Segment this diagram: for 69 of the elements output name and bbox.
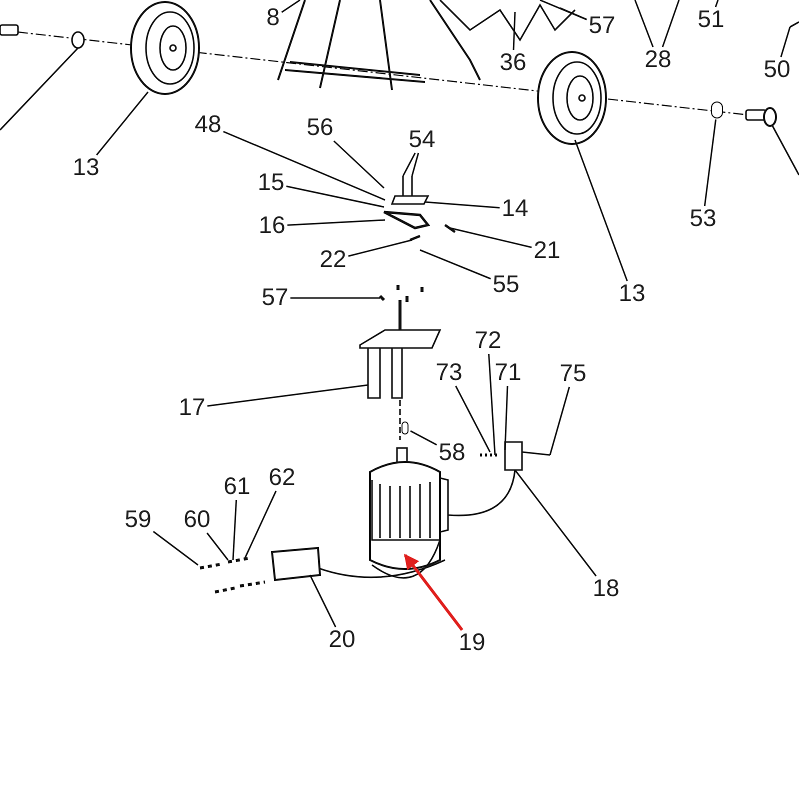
leader-line	[290, 297, 380, 299]
callout-number: 54	[408, 128, 436, 152]
leader-line	[514, 470, 597, 576]
leader-line	[309, 574, 336, 628]
callout-number: 53	[690, 207, 716, 231]
leader-line	[714, 0, 719, 8]
leader-line	[207, 384, 368, 407]
leader-line	[512, 12, 516, 50]
leader-line	[206, 532, 229, 560]
leader-line	[232, 500, 238, 560]
leader-line	[244, 490, 277, 558]
leader-line	[574, 140, 628, 282]
callout-number: 21	[534, 239, 560, 263]
leader-line	[780, 26, 791, 58]
callout-number: 55	[492, 273, 520, 297]
callout-number: 48	[194, 113, 222, 137]
leader-line	[560, 7, 587, 20]
leader-line	[704, 119, 717, 206]
callout-number: 60	[184, 508, 210, 532]
leader-line	[455, 386, 491, 452]
callout-number: 62	[268, 466, 296, 490]
callout-number: 17	[178, 396, 206, 420]
arrow	[404, 554, 464, 631]
leader-line	[152, 530, 198, 566]
callout-number: 75	[560, 362, 586, 386]
callout-number: 71	[494, 361, 522, 385]
callout-number: 14	[502, 197, 528, 221]
leader-line	[96, 92, 149, 156]
callout-number: 16	[258, 214, 286, 238]
leader-line	[450, 227, 532, 248]
callout-number: 13	[72, 156, 100, 180]
callout-number: 50	[764, 58, 790, 82]
callout-number: 59	[124, 508, 152, 532]
callout-number: 61	[224, 475, 250, 499]
callout-number: 56	[306, 116, 334, 140]
leader-line	[333, 140, 385, 189]
leader-line	[488, 354, 496, 456]
leader-line	[420, 249, 491, 280]
washer	[402, 422, 408, 434]
leader-line	[286, 186, 384, 208]
callout-number: 51	[698, 8, 724, 32]
callout-number: 8	[266, 6, 280, 30]
callout-number: 57	[588, 14, 616, 38]
callout-number: 58	[438, 441, 466, 465]
callout-number: 28	[644, 48, 672, 72]
callout-number: 22	[320, 248, 346, 272]
callout-number: 13	[618, 282, 646, 306]
leader-line	[281, 0, 300, 13]
washer	[711, 102, 723, 118]
leader-line	[410, 430, 437, 446]
leader-line	[223, 130, 386, 201]
callout-number: 57	[262, 286, 288, 310]
callout-number: 20	[328, 628, 356, 652]
callout-number: 73	[436, 361, 462, 385]
leader-line	[287, 219, 386, 226]
leader-line	[504, 386, 508, 450]
callout-number: 15	[258, 171, 284, 195]
leader-line	[549, 386, 570, 456]
callout-number: 72	[474, 329, 502, 353]
leader-line	[402, 152, 416, 176]
leader-line	[540, 0, 587, 20]
callout-number: 19	[458, 631, 486, 655]
leader-line	[662, 0, 680, 48]
leader-line	[424, 201, 500, 209]
callout-number: 18	[592, 577, 620, 601]
callout-number: 36	[500, 51, 526, 75]
leader-line	[634, 0, 654, 48]
leader-line	[411, 152, 420, 176]
leader-line	[348, 239, 412, 257]
